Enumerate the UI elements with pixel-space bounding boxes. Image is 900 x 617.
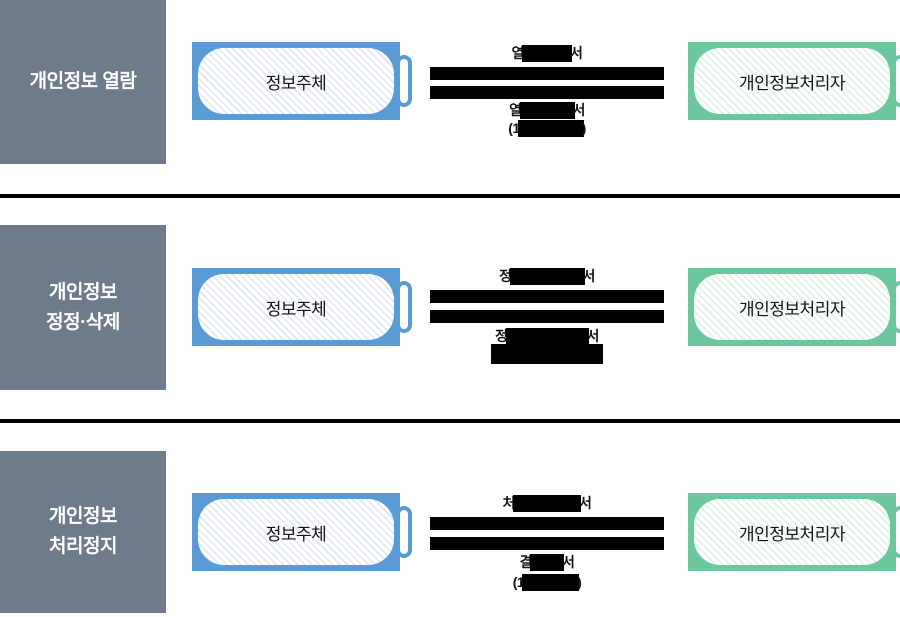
arrow-bar-top [430,517,664,530]
response-doc-label: 열 서 [430,101,664,119]
processor-box: 개인정보처리자 [688,268,896,346]
arrow-bar-bottom [430,310,664,323]
redaction-box [519,101,575,119]
response-doc-suffix: 서 [586,328,600,344]
processor-label: 개인정보처리자 [694,48,890,114]
response-deadline-label [430,344,664,364]
category-label: 개인정보 열람 [29,71,137,92]
processor-box: 개인정보처리자 [688,493,896,571]
category-label: 개인정보 [49,281,117,303]
response-doc-suffix: 서 [572,102,586,118]
request-doc-suffix: 서 [579,495,592,511]
response-doc-prefix: 열 [509,102,522,118]
deadline-suffix: ) [577,574,582,590]
deadline-prefix: (1 [508,120,520,136]
subject-box: 정보주체 [192,42,400,120]
response-doc-prefix: 정 [495,328,508,344]
category-label-line2: 처리정지 [49,536,117,557]
subject-label: 정보주체 [198,274,394,340]
request-doc-label: 열 서 [430,44,664,62]
request-doc-label: 정 서 [430,267,664,285]
row-divider [0,194,900,198]
arrow-bar-top [430,67,664,80]
deadline-prefix: (1 [512,574,525,590]
processor-label: 개인정보처리자 [694,499,890,565]
redaction-box [522,44,572,62]
redaction-box [513,494,581,512]
category-box-access: 개인정보 열람 [0,0,166,164]
request-doc-prefix: 처 [502,495,516,511]
request-doc-prefix: 정 [499,268,512,284]
response-deadline-label: (1 ) [430,119,664,137]
response-doc-suffix: 서 [562,554,575,570]
redaction-box [517,119,584,137]
category-box-suspension: 개인정보 처리정지 [0,451,166,613]
redaction-box [509,267,585,285]
arrow-bar-bottom [430,537,664,550]
category-label: 개인정보 [49,506,117,527]
response-doc-label: 정 서 [430,327,664,345]
request-doc-suffix: 서 [570,45,583,61]
redaction-box [530,553,564,571]
subject-box: 정보주체 [192,493,400,571]
processor-box: 개인정보처리자 [688,42,896,120]
subject-label: 정보주체 [198,499,394,565]
deadline-suffix: ) [581,120,587,136]
redaction-box [491,344,603,364]
processor-label: 개인정보처리자 [694,274,890,340]
redaction-box [522,573,580,591]
row-divider [0,419,900,423]
request-doc-label: 처 서 [430,494,664,512]
subject-label: 정보주체 [198,48,394,114]
arrow-bar-bottom [430,86,664,99]
response-deadline-label: (1 ) [430,573,664,591]
request-doc-prefix: 열 [511,45,525,61]
response-doc-prefix: 결 [519,554,533,570]
arrow-bar-top [430,290,664,303]
category-label-line2: 정정·삭제 [46,311,120,333]
request-doc-suffix: 서 [582,268,596,284]
category-box-correction: 개인정보 정정·삭제 [0,225,166,390]
subject-box: 정보주체 [192,268,400,346]
redaction-box [505,327,589,345]
response-doc-label: 결 서 [430,553,664,571]
